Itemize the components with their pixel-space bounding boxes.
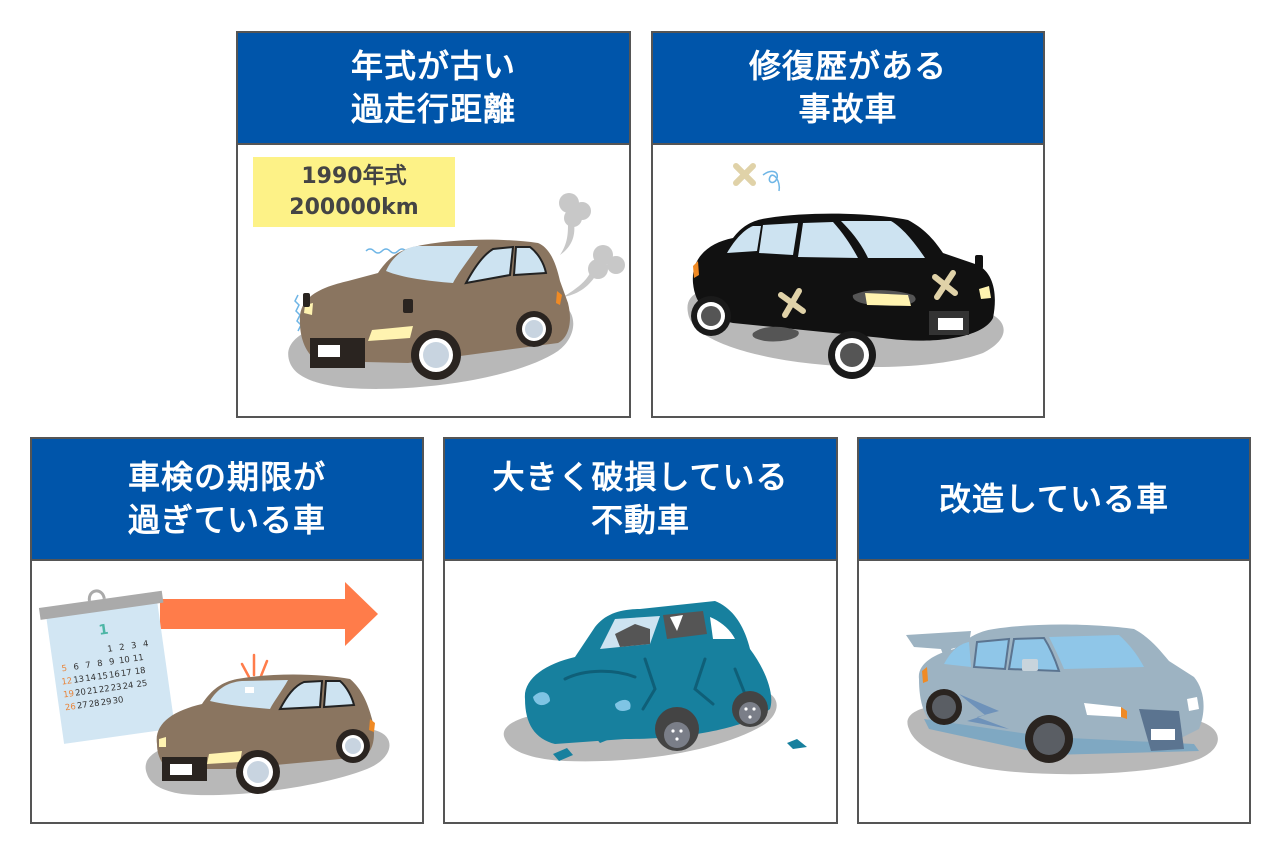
svg-text:7: 7 (85, 660, 92, 671)
panel-header: 修復歴がある 事故車 (653, 33, 1043, 145)
svg-text:6: 6 (73, 662, 80, 673)
panel-title-line: 過ぎている車 (127, 501, 326, 539)
panel-title-line: 過走行距離 (350, 90, 516, 128)
panel-title-line: 不動車 (590, 501, 690, 539)
svg-text:28: 28 (88, 699, 100, 710)
svg-text:17: 17 (120, 668, 132, 679)
panel-title-line: 車検の期限が (127, 458, 326, 496)
panel-modified: 改造している車 (857, 437, 1251, 824)
panel-title-line: 修復歴がある (748, 47, 947, 85)
svg-text:23: 23 (110, 682, 122, 693)
panel-header: 車検の期限が 過ぎている車 (32, 439, 422, 561)
panel-title-line: 年式が古い (350, 47, 516, 85)
panel-header: 大きく破損している 不動車 (445, 439, 836, 561)
svg-text:10: 10 (118, 655, 130, 666)
old-brown-car-icon (288, 193, 625, 389)
svg-text:13: 13 (73, 674, 85, 685)
svg-text:5: 5 (61, 664, 68, 675)
panel-repaired-accident: 修復歴がある 事故車 (651, 31, 1045, 418)
svg-text:22: 22 (98, 684, 110, 695)
black-accident-car-icon (687, 163, 1004, 379)
svg-text:20: 20 (75, 687, 87, 698)
wrecked-blue-car-icon (503, 601, 807, 762)
svg-text:2: 2 (119, 643, 126, 654)
svg-text:14: 14 (85, 673, 97, 684)
svg-text:16: 16 (108, 669, 120, 680)
panel-old-high-mileage: 年式が古い 過走行距離 1990年式 200000km (236, 31, 631, 418)
svg-text:4: 4 (142, 639, 149, 650)
svg-text:11: 11 (132, 653, 144, 664)
svg-text:27: 27 (76, 700, 88, 711)
panel-title-line: 事故車 (798, 90, 898, 128)
panel-header: 改造している車 (859, 439, 1249, 561)
svg-text:30: 30 (112, 695, 124, 706)
svg-text:25: 25 (136, 679, 148, 690)
arrow-right-icon (160, 582, 378, 646)
svg-text:21: 21 (86, 686, 98, 697)
year-text: 1990年式 (301, 164, 407, 189)
svg-text:12: 12 (61, 676, 73, 687)
svg-text:29: 29 (100, 697, 112, 708)
year-mileage-label: 1990年式 200000km (253, 157, 455, 227)
svg-text:26: 26 (64, 702, 76, 713)
mileage-text: 200000km (289, 195, 419, 220)
svg-text:8: 8 (97, 659, 104, 670)
svg-text:15: 15 (96, 671, 108, 682)
panel-title-line: 改造している車 (938, 479, 1170, 518)
modified-silver-car-icon (906, 624, 1218, 775)
svg-text:24: 24 (122, 681, 134, 692)
svg-text:19: 19 (63, 689, 75, 700)
svg-text:3: 3 (131, 641, 138, 652)
svg-text:1: 1 (98, 622, 110, 639)
panel-header: 年式が古い 過走行距離 (238, 33, 629, 145)
svg-text:1: 1 (107, 644, 114, 655)
svg-text:9: 9 (109, 657, 116, 668)
svg-text:18: 18 (134, 666, 146, 677)
panel-heavily-damaged: 大きく破損している 不動車 (443, 437, 838, 824)
panel-title-line: 大きく破損している (492, 458, 789, 496)
